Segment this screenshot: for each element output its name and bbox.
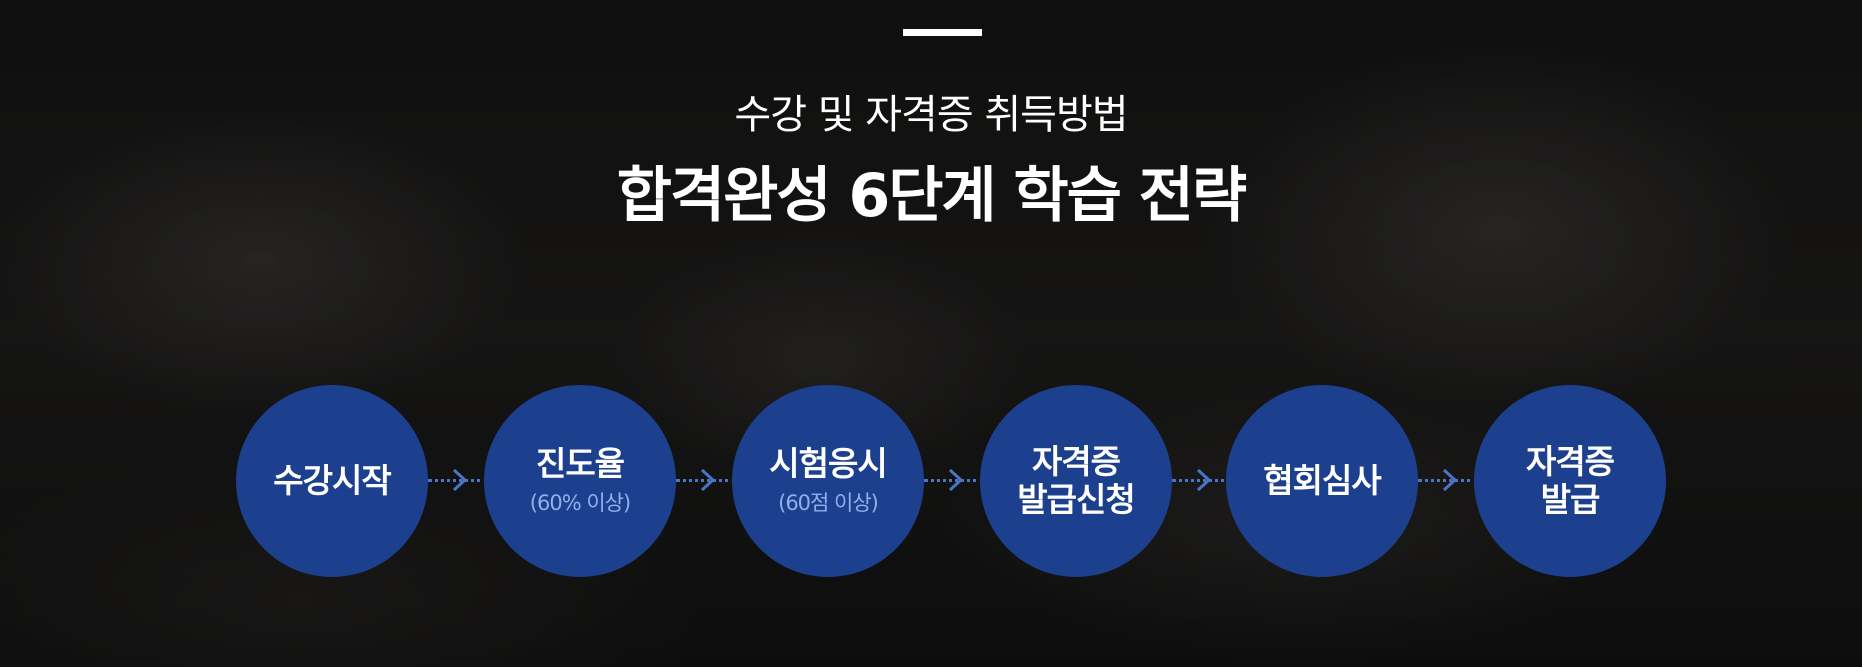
chevron-right-icon [700,468,716,492]
step-note: (60% 이상) [529,491,631,515]
page-subtitle: 수강 및 자격증 취득방법 [734,92,1128,138]
step-label: 자격증 발급신청 [1017,442,1135,519]
step-connector [924,468,984,492]
dotted-line [924,479,984,482]
step-connector [428,468,488,492]
dotted-line [1172,479,1232,482]
chevron-right-icon [1196,468,1212,492]
dotted-line [1418,479,1478,482]
step-label: 자격증 발급 [1525,442,1615,519]
step-label: 시험응시 [769,444,887,483]
step-note: (60점 이상) [778,491,879,515]
step-1: 수강시작 [236,385,428,577]
step-label: 수강시작 [273,461,391,500]
chevron-right-icon [1442,468,1458,492]
dotted-line [428,479,488,482]
step-connector [1418,468,1478,492]
step-5: 협회심사 [1226,385,1418,577]
page-title: 합격완성 6단계 학습 전략 [616,161,1247,231]
step-2: 진도율 (60% 이상) [484,385,676,577]
title-accent-bar [903,29,982,36]
chevron-right-icon [452,468,468,492]
step-label: 협회심사 [1263,461,1381,500]
step-3: 시험응시 (60점 이상) [732,385,924,577]
step-connector [1172,468,1232,492]
step-label: 진도율 [535,444,625,483]
dotted-line [676,479,736,482]
step-4: 자격증 발급신청 [980,385,1172,577]
step-6: 자격증 발급 [1474,385,1666,577]
chevron-right-icon [948,468,964,492]
step-connector [676,468,736,492]
